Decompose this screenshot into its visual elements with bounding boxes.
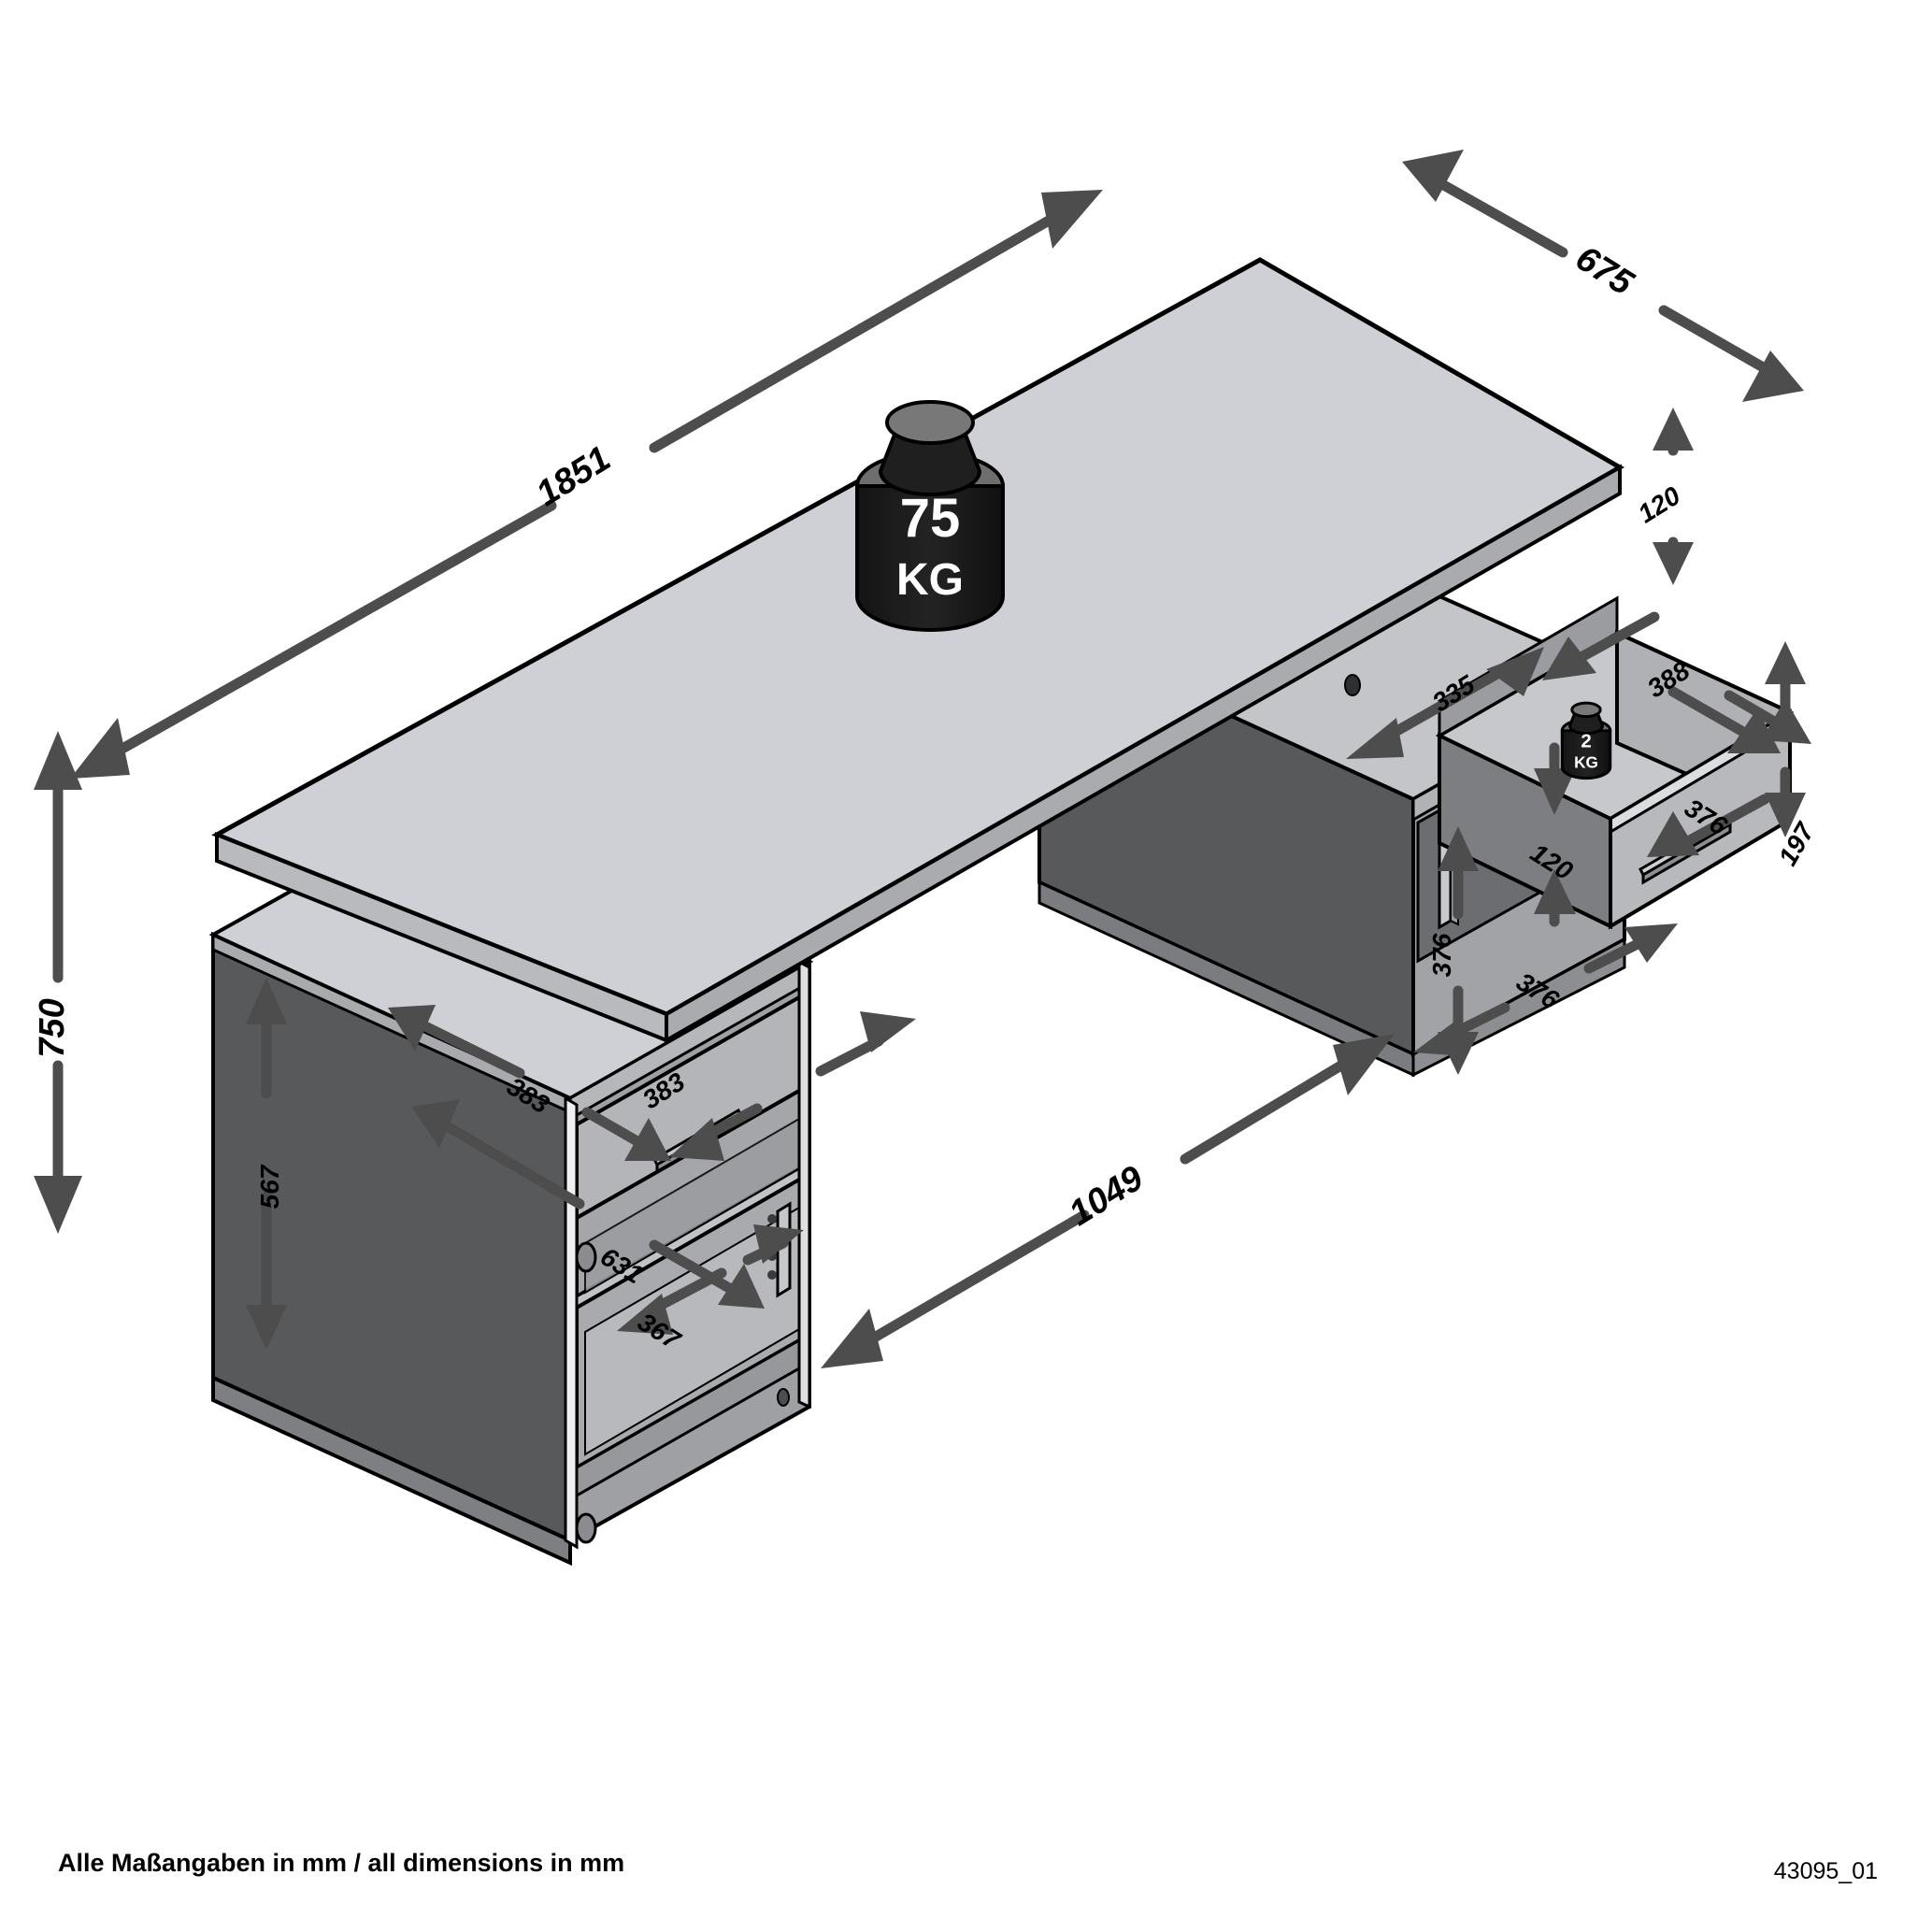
dimension-arrows xyxy=(34,150,1811,1368)
weight-value-75: 75 xyxy=(900,488,961,549)
article-code: 43095_01 xyxy=(1773,1858,1878,1884)
dimension-label-height_total: 750 xyxy=(33,998,72,1057)
dimension-label-cabinet_right_376a: 376 xyxy=(1427,933,1456,977)
weight-value-2: 2 xyxy=(1581,731,1591,752)
weight-unit-kg: KG xyxy=(1574,752,1598,771)
dimension-label-depth_total: 675 xyxy=(1568,238,1640,304)
dimension-label-side_clearance: 1049 xyxy=(1063,1159,1151,1234)
dimension-label-width_total: 1851 xyxy=(530,439,618,514)
desktop xyxy=(211,257,1625,1044)
cam-lock-icon xyxy=(575,1241,597,1273)
units-note: Alle Maßangaben in mm / all dimensions i… xyxy=(58,1849,625,1877)
dowel-hole-icon xyxy=(1344,674,1361,696)
dowel-hole-icon xyxy=(777,1388,790,1407)
weight-icon-75kg: 75 KG xyxy=(855,400,1005,632)
weight-unit-kg: KG xyxy=(896,555,964,605)
dimension-label-left_side_567: 567 xyxy=(255,1164,284,1209)
cam-lock-icon xyxy=(575,1512,597,1544)
dimension-label-gap_top_120: 120 xyxy=(1633,480,1685,528)
weight-icon-2kg: 2 KG xyxy=(1560,701,1612,780)
